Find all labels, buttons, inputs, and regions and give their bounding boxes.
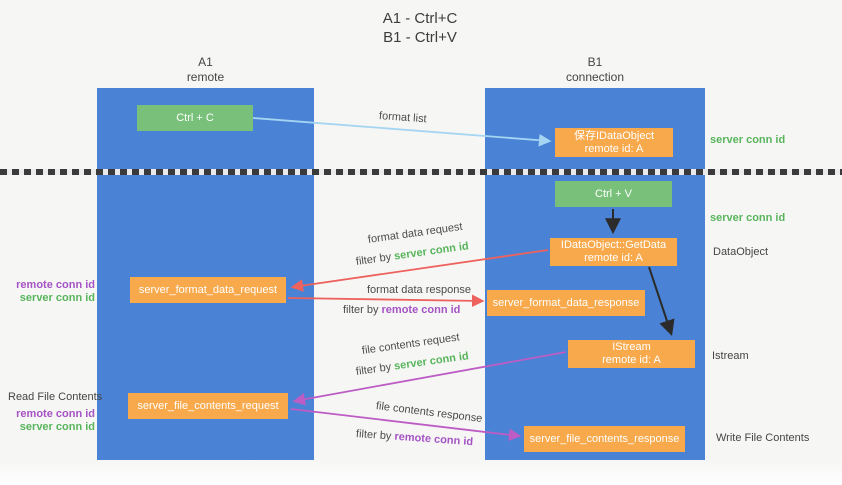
- lane-a1-name: A1: [198, 55, 213, 69]
- filter-by-text: filter by: [343, 304, 379, 316]
- title-line-1: A1 - Ctrl+C: [382, 10, 458, 27]
- idataobject-getdata-box: IDataObject::GetData remote id: A: [550, 238, 677, 266]
- left-remote-conn-id-mid: remote conn id: [16, 279, 95, 291]
- format-list-label: format list: [378, 110, 427, 126]
- remote-conn-id-text: remote conn id: [381, 304, 461, 316]
- ctrl-v-box: Ctrl + V: [555, 181, 672, 207]
- lane-a1-subtitle: remote: [186, 70, 225, 84]
- server-file-contents-request-box: server_file_contents_request: [128, 393, 288, 419]
- lane-header-b1: B1 connection: [485, 55, 705, 85]
- getdata-line1: IDataObject::GetData: [560, 239, 667, 251]
- server-file-contents-response-box: server_file_contents_response: [524, 426, 685, 452]
- right-write-file-contents-label: Write File Contents: [716, 432, 810, 444]
- left-server-conn-id-mid: server conn id: [19, 292, 95, 304]
- left-server-conn-id-bottom: server conn id: [19, 421, 95, 433]
- left-remote-conn-id-bottom: remote conn id: [16, 408, 95, 420]
- save-idataobject-box: 保存IDataObject remote id: A: [555, 128, 673, 157]
- diagram-title: A1 - Ctrl+C B1 - Ctrl+V: [330, 9, 510, 47]
- format-data-response-filter-label: filter by remote conn id: [343, 304, 460, 316]
- server-file-contents-response-label: server_file_contents_response: [529, 432, 680, 445]
- right-dataobject-label: DataObject: [713, 246, 769, 258]
- lane-b1-subtitle: connection: [565, 70, 625, 84]
- server-format-data-request-label: server_format_data_request: [138, 283, 278, 296]
- title-line-2: B1 - Ctrl+V: [383, 29, 457, 46]
- lane-b1-name: B1: [587, 55, 603, 69]
- server-format-data-response-label: server_format_data_response: [492, 296, 640, 309]
- save-idataobject-line1: 保存IDataObject: [573, 129, 655, 142]
- lane-header-a1: A1 remote: [97, 55, 314, 85]
- save-idataobject-line2: remote id: A: [584, 142, 644, 155]
- ctrl-c-label: Ctrl + C: [176, 111, 214, 124]
- istream-box: IStream remote id: A: [568, 340, 695, 368]
- filter-by-text: filter by: [355, 361, 392, 378]
- right-server-conn-id-mid: server conn id: [710, 212, 786, 224]
- server-file-contents-request-label: server_file_contents_request: [137, 399, 279, 412]
- ctrl-c-box: Ctrl + C: [137, 105, 253, 131]
- filter-by-text: filter by: [355, 251, 392, 268]
- remote-conn-id-text: remote conn id: [394, 430, 474, 449]
- format-data-response-label: format data response: [367, 284, 471, 296]
- right-server-conn-id-top: server conn id: [710, 134, 786, 146]
- file-contents-response-label: file contents response: [375, 400, 483, 425]
- file-contents-response-filter-label: filter by remote conn id: [356, 428, 474, 448]
- server-format-data-request-box: server_format_data_request: [130, 277, 286, 303]
- session-separator-dotted-line: [0, 169, 842, 175]
- ctrl-v-label: Ctrl + V: [595, 187, 632, 200]
- istream-line1: IStream: [612, 341, 651, 353]
- filter-by-text: filter by: [355, 428, 392, 443]
- format-data-response-arrow: [287, 294, 485, 308]
- getdata-line2: remote id: A: [584, 252, 643, 264]
- istream-line2: remote id: A: [602, 354, 661, 366]
- right-istream-label: Istream: [712, 350, 749, 362]
- server-format-data-response-box: server_format_data_response: [487, 290, 645, 316]
- server-conn-id-text: server conn id: [393, 350, 470, 373]
- left-read-file-contents-label: Read File Contents: [8, 391, 103, 403]
- server-conn-id-text: server conn id: [393, 240, 470, 263]
